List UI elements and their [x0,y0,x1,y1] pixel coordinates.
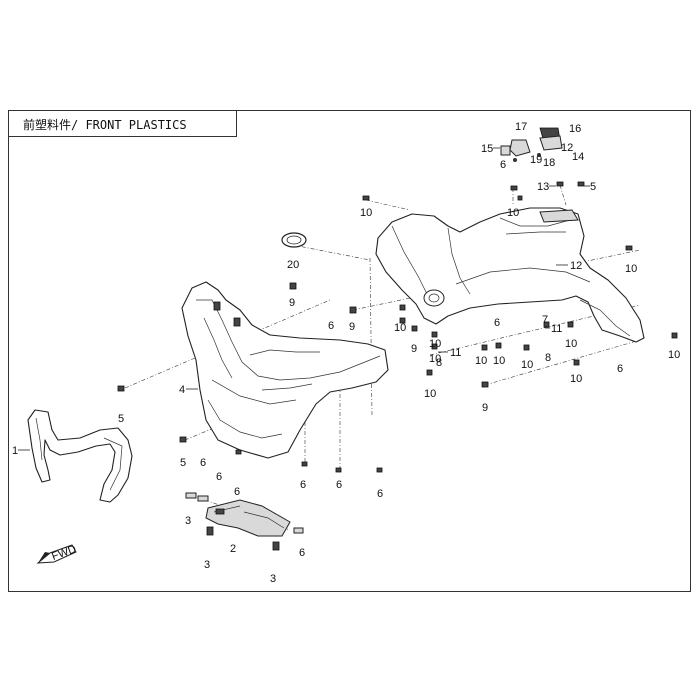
callout-10: 10 [625,263,637,275]
diagram-frame [8,110,691,592]
callout-11: 11 [450,347,461,359]
callout-7: 7 [542,314,548,326]
ring-grommet-part [281,232,307,248]
callout-12: 12 [570,260,582,272]
callout-10: 10 [570,373,582,385]
callout-4: 4 [179,384,185,396]
callout-9: 9 [349,321,355,333]
callout-20: 20 [287,259,299,271]
callout-18: 18 [543,157,555,169]
callout-12: 12 [561,142,573,154]
callout-14: 14 [572,151,584,163]
front-bumper-part [27,409,133,503]
callout-9: 9 [289,297,295,309]
callout-9: 9 [411,343,417,355]
callout-19: 19 [530,154,542,166]
fwd-arrow-icon: FWD [36,543,78,564]
callout-labels: 1 2 3 3 3 4 5 5 5 6 6 6 6 6 6 6 6 6 6 6 … [12,121,680,585]
clip-fittings [185,492,304,551]
callout-6: 6 [216,471,222,483]
callout-6: 6 [234,486,240,498]
callout-13: 13 [537,181,549,193]
callout-16: 16 [569,123,581,135]
callout-15: 15 [481,143,493,155]
page-title: 前塑料件/ FRONT PLASTICS [23,118,187,132]
callout-3: 3 [270,573,276,585]
callout-11: 11 [551,323,562,335]
callout-1: 1 [12,445,18,457]
callout-6: 6 [617,363,623,375]
front-fascia-part [181,281,389,459]
fwd-label: FWD [50,543,78,563]
callout-6: 6 [500,159,506,171]
callout-10: 10 [493,355,505,367]
fastener-marks [117,181,678,473]
callout-6: 6 [200,457,206,469]
callout-10: 10 [424,388,436,400]
skid-bracket-part [205,499,291,537]
callout-5: 5 [180,457,186,469]
label-ticks [18,147,590,451]
title-box: 前塑料件/ FRONT PLASTICS [8,110,237,137]
callout-3: 3 [185,515,191,527]
callout-2: 2 [230,543,236,555]
callout-6: 6 [494,317,500,329]
callout-10: 10 [394,322,406,334]
switch-housing-parts [500,127,563,162]
callout-10: 10 [429,338,441,350]
callout-10: 10 [521,359,533,371]
callout-5: 5 [118,413,124,425]
callout-10: 10 [668,349,680,361]
callout-6: 6 [377,488,383,500]
callout-10: 10 [360,207,372,219]
callout-8: 8 [436,357,442,369]
callout-6: 6 [299,547,305,559]
callout-3: 3 [204,559,210,571]
callout-5: 5 [590,181,596,193]
callout-10: 10 [565,338,577,350]
callout-9: 9 [482,402,488,414]
callout-10: 10 [507,207,519,219]
callout-10: 10 [475,355,487,367]
callout-6: 6 [328,320,334,332]
callout-6: 6 [300,479,306,491]
callout-6: 6 [336,479,342,491]
front-fender-part [375,195,645,343]
callout-17: 17 [515,121,527,133]
callout-10: 10 [429,353,441,365]
callout-8: 8 [545,352,551,364]
